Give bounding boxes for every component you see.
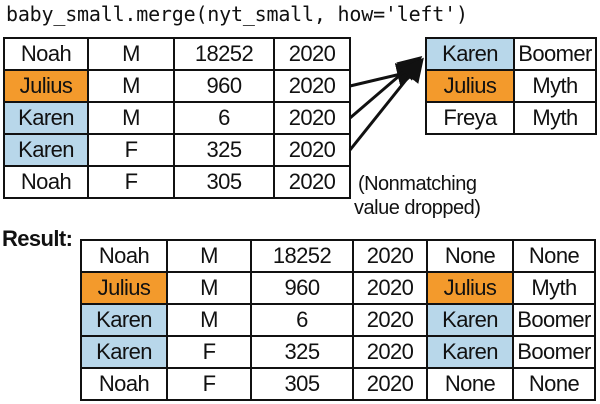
arrow-karen-f [348, 57, 424, 151]
category-cell: Myth [513, 101, 597, 135]
merge-code-line: baby_small.merge(nyt_small, how='left') [6, 2, 468, 26]
name-cell: Julius [80, 271, 168, 305]
count-cell: 325 [250, 335, 354, 369]
nyt-name-cell: Karen [425, 37, 515, 71]
right-table: Karen Boomer Julius Myth Freya Myth [425, 37, 597, 135]
category-cell: Boomer [512, 335, 596, 369]
arrow-karen-m [349, 56, 423, 120]
sex-cell: M [87, 101, 175, 135]
category-cell: Boomer [512, 303, 596, 337]
nyt-name-cell: None [426, 367, 514, 401]
year-cell: 2020 [352, 335, 428, 369]
table-row: Noah F 305 2020 None None [80, 367, 596, 401]
note-line: (Nonmatching [357, 173, 477, 195]
sex-cell: M [87, 69, 175, 103]
category-cell: None [512, 367, 596, 401]
year-cell: 2020 [273, 69, 351, 103]
sex-cell: M [87, 37, 175, 71]
name-cell: Karen [80, 303, 168, 337]
sex-cell: F [166, 335, 252, 369]
count-cell: 325 [173, 133, 275, 167]
name-cell: Noah [80, 239, 168, 273]
table-row: Karen Boomer [425, 37, 597, 71]
table-row: Noah F 305 2020 [3, 165, 351, 199]
year-cell: 2020 [273, 133, 351, 167]
nyt-name-cell: Julius [426, 271, 514, 305]
year-cell: 2020 [352, 271, 428, 305]
category-cell: Myth [512, 271, 596, 305]
year-cell: 2020 [273, 165, 351, 199]
table-row: Noah M 18252 2020 None None [80, 239, 596, 273]
name-cell: Julius [3, 69, 89, 103]
sex-cell: F [87, 165, 175, 199]
table-row: Julius M 960 2020 Julius Myth [80, 271, 596, 305]
category-cell: None [512, 239, 596, 273]
name-cell: Noah [3, 165, 89, 199]
nyt-name-cell: Karen [426, 303, 514, 337]
note-line: value dropped) [354, 197, 481, 219]
table-row: Karen F 325 2020 Karen Boomer [80, 335, 596, 369]
year-cell: 2020 [352, 367, 428, 401]
result-label: Result: [2, 226, 73, 251]
sex-cell: M [166, 239, 252, 273]
table-row: Karen M 6 2020 [3, 101, 351, 135]
count-cell: 6 [173, 101, 275, 135]
count-cell: 305 [250, 367, 354, 401]
table-row: Karen F 325 2020 [3, 133, 351, 167]
count-cell: 960 [250, 271, 354, 305]
count-cell: 6 [250, 303, 354, 337]
year-cell: 2020 [273, 101, 351, 135]
name-cell: Noah [3, 37, 89, 71]
result-table: Noah M 18252 2020 None None Julius M 960… [80, 239, 596, 401]
name-cell: Karen [3, 101, 89, 135]
table-row: Karen M 6 2020 Karen Boomer [80, 303, 596, 337]
table-row: Julius M 960 2020 [3, 69, 351, 103]
sex-cell: M [166, 271, 252, 305]
left-table: Noah M 18252 2020 Julius M 960 2020 Kare… [3, 37, 351, 199]
count-cell: 305 [173, 165, 275, 199]
table-row: Julius Myth [425, 69, 597, 103]
nyt-name-cell: Freya [425, 101, 515, 135]
name-cell: Noah [80, 367, 168, 401]
name-cell: Karen [80, 335, 168, 369]
nyt-name-cell: Karen [426, 335, 514, 369]
category-cell: Boomer [513, 37, 597, 71]
count-cell: 18252 [250, 239, 354, 273]
nyt-name-cell: None [426, 239, 514, 273]
year-cell: 2020 [352, 303, 428, 337]
count-cell: 960 [173, 69, 275, 103]
sex-cell: M [166, 303, 252, 337]
sex-cell: F [87, 133, 175, 167]
sex-cell: F [166, 367, 252, 401]
nyt-name-cell: Julius [425, 69, 515, 103]
category-cell: Myth [513, 69, 597, 103]
count-cell: 18252 [173, 37, 275, 71]
nonmatching-note: (Nonmatching value dropped) [354, 172, 481, 220]
name-cell: Karen [3, 133, 89, 167]
table-row: Freya Myth [425, 101, 597, 135]
year-cell: 2020 [352, 239, 428, 273]
table-row: Noah M 18252 2020 [3, 37, 351, 71]
year-cell: 2020 [273, 37, 351, 71]
